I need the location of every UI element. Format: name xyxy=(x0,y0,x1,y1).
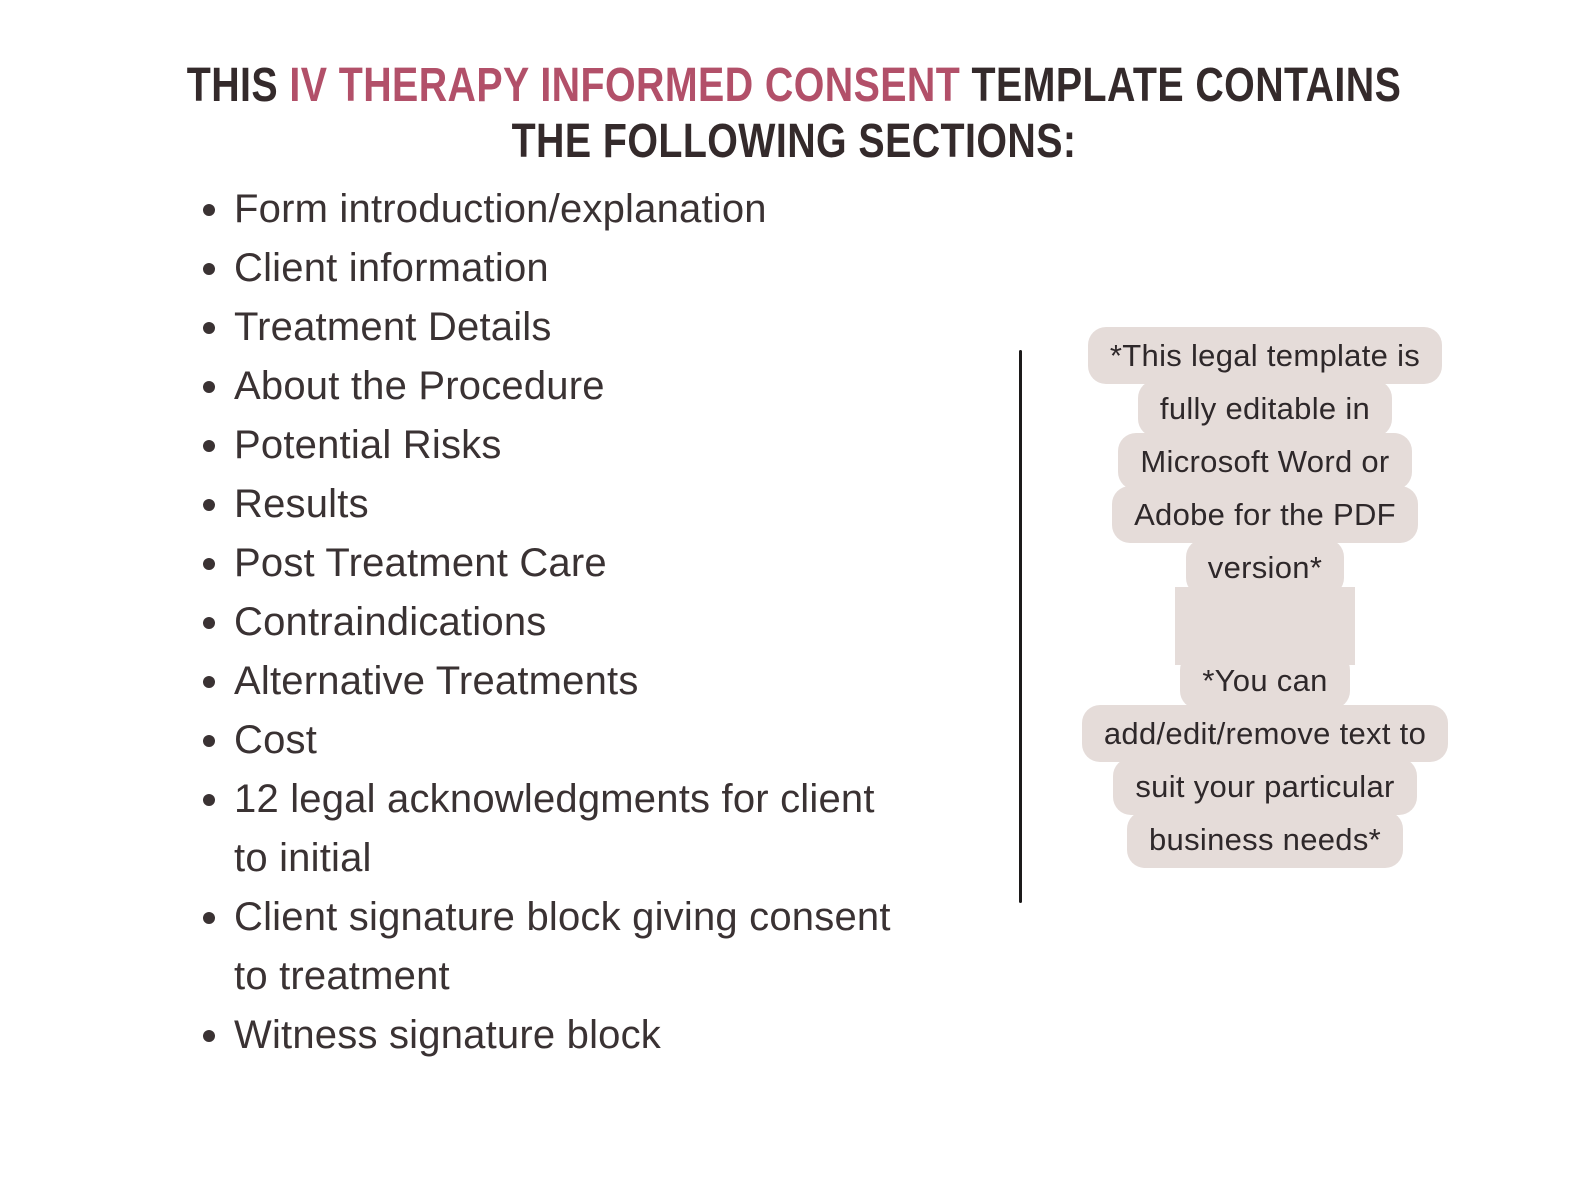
title-suffix: TEMPLATE CONTAINS xyxy=(971,59,1402,112)
list-item-label: to treatment xyxy=(234,954,450,998)
bullet-dot-icon xyxy=(203,676,215,688)
list-item: Potential Risks xyxy=(193,416,983,475)
list-item-label: Witness signature block xyxy=(234,1013,662,1057)
note-line: Microsoft Word or xyxy=(1118,433,1412,490)
list-item: Client signature block giving consent xyxy=(193,888,983,947)
list-item: to treatment xyxy=(193,947,983,1006)
list-item-label: Form introduction/explanation xyxy=(234,187,767,231)
list-item-label: Client signature block giving consent xyxy=(234,895,891,939)
bullet-dot-icon xyxy=(203,204,215,216)
list-item: 12 legal acknowledgments for client xyxy=(193,770,983,829)
bullet-dot-icon xyxy=(203,440,215,452)
bullet-dot-icon xyxy=(203,381,215,393)
list-item: Post Treatment Care xyxy=(193,534,983,593)
list-item: Contraindications xyxy=(193,593,983,652)
note-line: *You can xyxy=(1180,652,1350,709)
note-line: suit your particular xyxy=(1113,758,1417,815)
title-line-1: THIS IV THERAPY INFORMED CONSENT TEMPLAT… xyxy=(143,58,1445,114)
list-item-label: Contraindications xyxy=(234,600,547,644)
list-item-label: Potential Risks xyxy=(234,423,502,467)
list-item: Results xyxy=(193,475,983,534)
vertical-divider xyxy=(1019,350,1022,903)
title-highlight: IV THERAPY INFORMED CONSENT xyxy=(289,59,961,112)
list-item: Treatment Details xyxy=(193,298,983,357)
title-prefix: THIS xyxy=(186,59,279,112)
list-item: Client information xyxy=(193,239,983,298)
bullet-dot-icon xyxy=(203,558,215,570)
page-title: THIS IV THERAPY INFORMED CONSENT TEMPLAT… xyxy=(0,58,1588,170)
bullet-dot-icon xyxy=(203,1030,215,1042)
bullet-dot-icon xyxy=(203,617,215,629)
note-column: *This legal template is fully editable i… xyxy=(1040,327,1490,868)
bullet-dot-icon xyxy=(203,263,215,275)
list-item-label: Alternative Treatments xyxy=(234,659,639,703)
note-line: version* xyxy=(1185,539,1345,596)
list-item: to initial xyxy=(193,829,983,888)
list-item: Cost xyxy=(193,711,983,770)
note-line: fully editable in xyxy=(1137,380,1393,437)
title-line-2: THE FOLLOWING SECTIONS: xyxy=(511,115,1077,168)
list-item: Alternative Treatments xyxy=(193,652,983,711)
list-item-label: About the Procedure xyxy=(234,364,605,408)
bullet-dot-icon xyxy=(203,322,215,334)
list-item-label: Treatment Details xyxy=(234,305,552,349)
note-line: *This legal template is xyxy=(1087,327,1443,384)
list-item: Form introduction/explanation xyxy=(193,180,983,239)
list-item-label: Cost xyxy=(234,718,318,762)
list-item-label: to initial xyxy=(234,836,372,880)
list-item: Witness signature block xyxy=(193,1006,983,1065)
bullet-dot-icon xyxy=(203,735,215,747)
note-line: business needs* xyxy=(1127,811,1403,868)
list-item-label: Client information xyxy=(234,246,549,290)
bullet-dot-icon xyxy=(203,794,215,806)
sections-list: Form introduction/explanation Client inf… xyxy=(193,180,983,1065)
list-item-label: Post Treatment Care xyxy=(234,541,607,585)
bullet-dot-icon xyxy=(203,499,215,511)
bullet-dot-icon xyxy=(203,912,215,924)
list-item-label: Results xyxy=(234,482,369,526)
note-line: Adobe for the PDF xyxy=(1112,486,1418,543)
list-item: About the Procedure xyxy=(193,357,983,416)
note-line: add/edit/remove text to xyxy=(1081,705,1449,762)
list-item-label: 12 legal acknowledgments for client xyxy=(234,777,875,821)
